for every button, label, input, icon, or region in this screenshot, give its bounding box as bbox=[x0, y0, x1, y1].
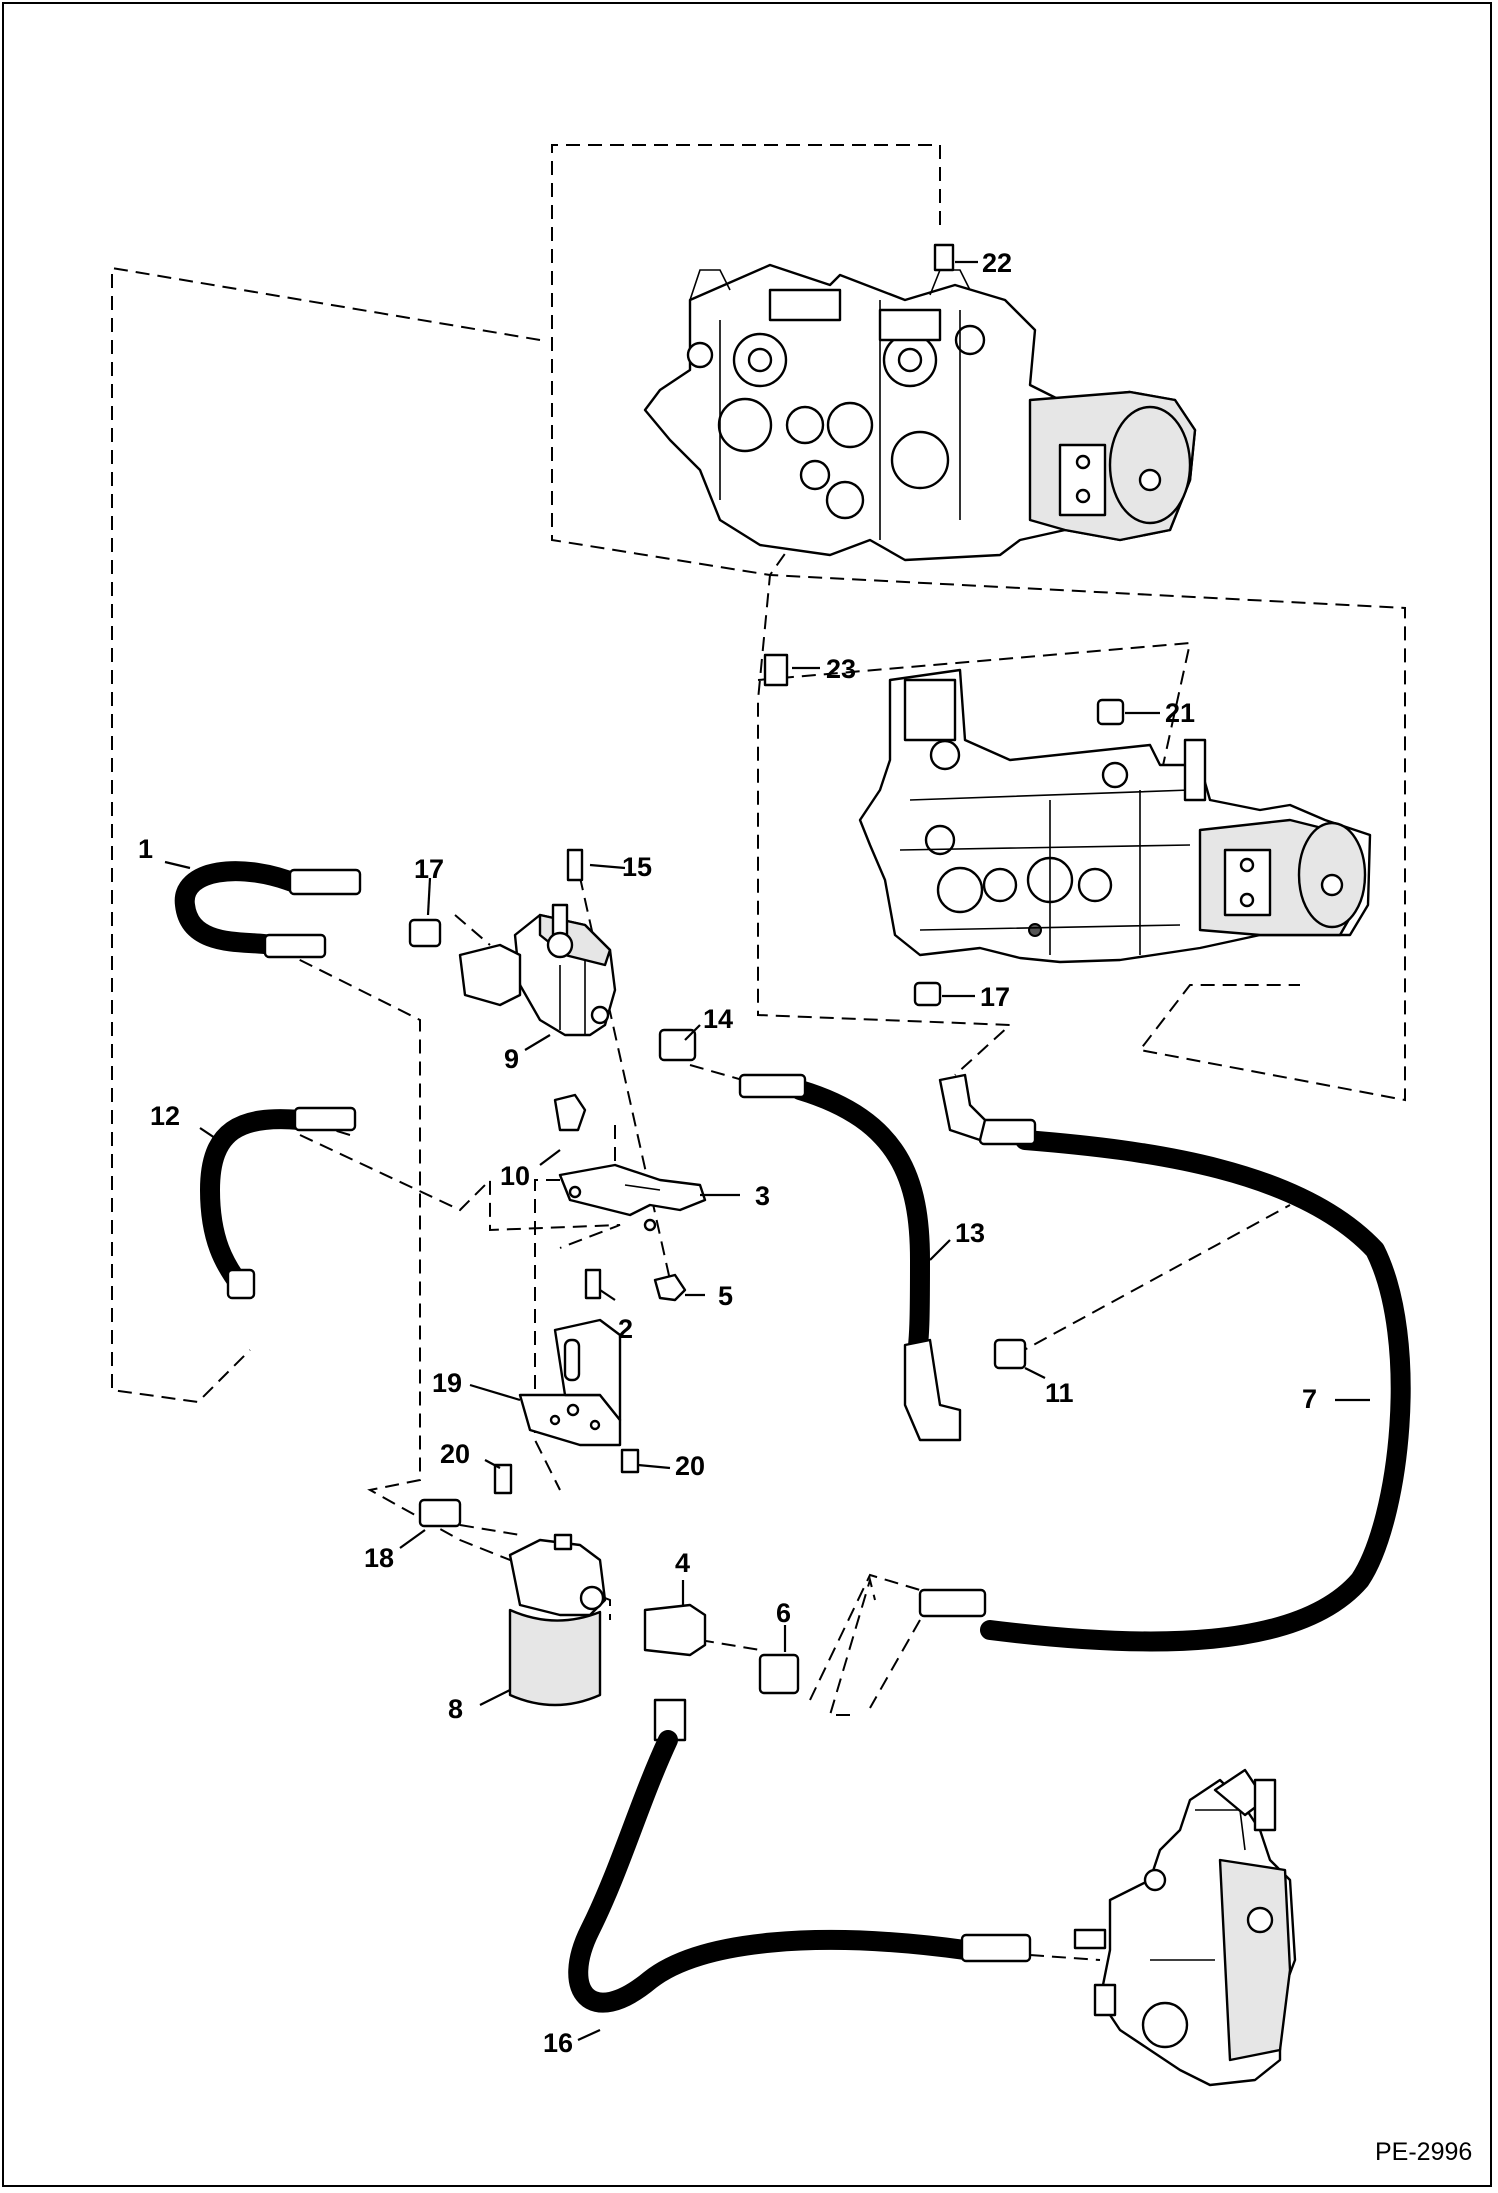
fitting-21 bbox=[1096, 698, 1125, 726]
fitting-18 bbox=[418, 1498, 462, 1528]
oil-filter-icon bbox=[508, 1533, 607, 1707]
callout-5: 5 bbox=[718, 1281, 733, 1311]
hose-1 bbox=[174, 861, 310, 955]
leader-lines bbox=[164, 260, 1370, 2042]
callout-10: 10 bbox=[500, 1161, 530, 1191]
outline-filter bbox=[279, 949, 611, 1620]
callout-13: 13 bbox=[955, 1218, 985, 1248]
fitting-17a bbox=[408, 918, 442, 948]
callout-17a: 17 bbox=[414, 854, 444, 884]
outline-bottom-2 bbox=[809, 1573, 921, 1701]
bolt-20a bbox=[493, 1463, 513, 1495]
outline-upper-pump bbox=[551, 144, 1406, 1102]
callout-9: 9 bbox=[504, 1044, 519, 1074]
hose-13 bbox=[790, 1080, 930, 1375]
gear-pump-icon bbox=[458, 903, 617, 1037]
callout-12: 12 bbox=[150, 1101, 180, 1131]
bolt-20b bbox=[620, 1448, 640, 1474]
callout-3: 3 bbox=[755, 1181, 770, 1211]
outline-bracket-2 bbox=[534, 1125, 616, 1491]
bolt-15 bbox=[566, 848, 584, 882]
dashed-outlines bbox=[111, 144, 1406, 1961]
callout-8: 8 bbox=[448, 1694, 463, 1724]
callout-19: 19 bbox=[432, 1368, 462, 1398]
fitting-17b bbox=[913, 981, 942, 1007]
callout-21: 21 bbox=[1165, 698, 1195, 728]
callout-16: 16 bbox=[543, 2028, 573, 2058]
tee-4 bbox=[643, 1603, 707, 1657]
hose-16 bbox=[568, 1730, 975, 2013]
outline-left bbox=[111, 266, 541, 1404]
fitting-22 bbox=[933, 243, 955, 272]
figure-code: PE-2996 bbox=[1375, 2138, 1472, 2166]
callout-4: 4 bbox=[675, 1548, 690, 1578]
line-fitting-14 bbox=[689, 1064, 761, 1086]
line-fitting-11 bbox=[1014, 1204, 1291, 1356]
callout-20a: 20 bbox=[440, 1439, 470, 1469]
callout-1: 1 bbox=[138, 834, 153, 864]
callout-7: 7 bbox=[1302, 1384, 1317, 1414]
line-fitting-18 bbox=[459, 1524, 521, 1536]
callout-20b: 20 bbox=[675, 1451, 705, 1481]
fittings bbox=[408, 243, 1125, 1742]
callouts: 1 2 3 4 5 6 7 8 9 10 11 12 13 14 15 16 1… bbox=[138, 248, 1317, 2058]
callout-15: 15 bbox=[622, 852, 652, 882]
callout-2: 2 bbox=[618, 1314, 633, 1344]
callout-6: 6 bbox=[776, 1598, 791, 1628]
hydrostatic-pump-lower-icon bbox=[858, 668, 1372, 964]
mount-bracket-icon bbox=[518, 1318, 622, 1447]
callout-23: 23 bbox=[826, 654, 856, 684]
bracket-plate-icon bbox=[558, 1163, 707, 1232]
line-hose-1 bbox=[454, 914, 491, 946]
callout-22: 22 bbox=[982, 248, 1012, 278]
outline-bottom bbox=[828, 1576, 876, 1716]
hose-7 bbox=[980, 1130, 1411, 1652]
fitting-11 bbox=[993, 1338, 1027, 1370]
callout-18: 18 bbox=[364, 1543, 394, 1573]
hoses bbox=[174, 861, 1411, 2013]
hose-12 bbox=[200, 1109, 310, 1295]
bolt-2 bbox=[584, 1268, 602, 1300]
outline-middle bbox=[757, 517, 1013, 1076]
line-tee-4 bbox=[699, 1639, 761, 1651]
line-hose-7-end bbox=[869, 1619, 921, 1709]
control-valve-icon bbox=[1073, 1768, 1297, 2087]
callout-11: 11 bbox=[1045, 1378, 1074, 1408]
outline-bracket bbox=[299, 1134, 621, 1249]
hydrostatic-pump-upper-icon bbox=[643, 263, 1197, 562]
line-hose-16 bbox=[1029, 1954, 1101, 1961]
nut-5 bbox=[653, 1273, 687, 1302]
fitting-10 bbox=[553, 1093, 587, 1132]
fitting-6 bbox=[758, 1653, 800, 1695]
callout-14: 14 bbox=[703, 1004, 733, 1034]
fitting-23 bbox=[763, 653, 789, 687]
callout-17b: 17 bbox=[980, 982, 1010, 1012]
line-bolt-15 bbox=[574, 854, 671, 1281]
